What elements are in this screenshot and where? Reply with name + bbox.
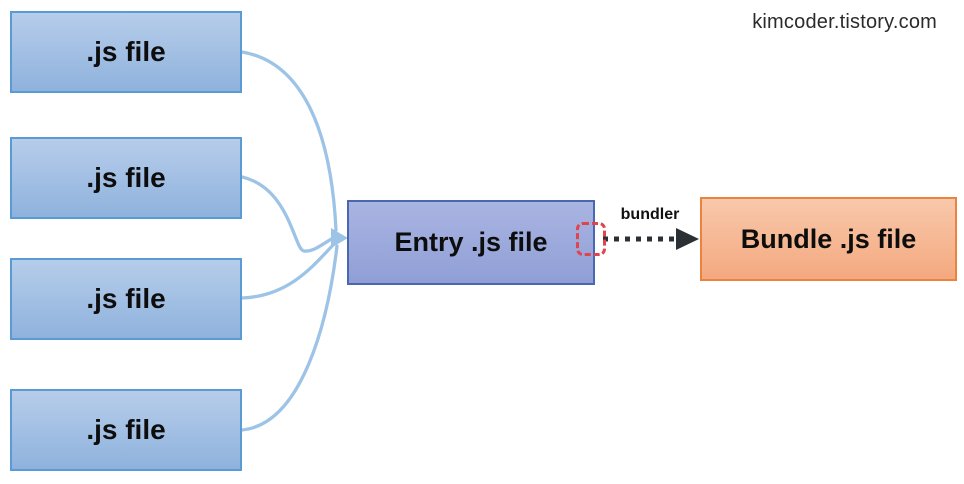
watermark-text: kimcoder.tistory.com: [752, 11, 937, 33]
fanin-arrowhead-icon: [331, 228, 348, 248]
bundler-label: bundler: [620, 206, 680, 223]
source-js-file-label: .js file: [86, 414, 166, 445]
connector-curve-source-3: [240, 240, 338, 300]
source-js-file-label: .js file: [86, 162, 166, 193]
source-js-file-box-3: .js file: [10, 258, 242, 340]
connector-curve-source-1: [240, 50, 338, 232]
bundler-arrowhead-icon: [676, 228, 699, 250]
connector-curve-source-2: [240, 175, 337, 253]
source-js-file-label: .js file: [86, 36, 166, 67]
connector-curve-source-4: [240, 244, 339, 432]
bundle-js-file-label: Bundle .js file: [740, 223, 917, 254]
source-js-file-box-1: .js file: [10, 11, 242, 93]
source-js-file-label: .js file: [86, 283, 166, 314]
bundle-js-file-box: Bundle .js file: [700, 197, 957, 281]
entry-js-file-label: Entry .js file: [394, 227, 548, 257]
source-js-file-box-2: .js file: [10, 137, 242, 219]
source-js-file-box-4: .js file: [10, 389, 242, 471]
entry-output-focus-rect: [576, 222, 606, 256]
entry-js-file-box: Entry .js file: [347, 200, 595, 285]
